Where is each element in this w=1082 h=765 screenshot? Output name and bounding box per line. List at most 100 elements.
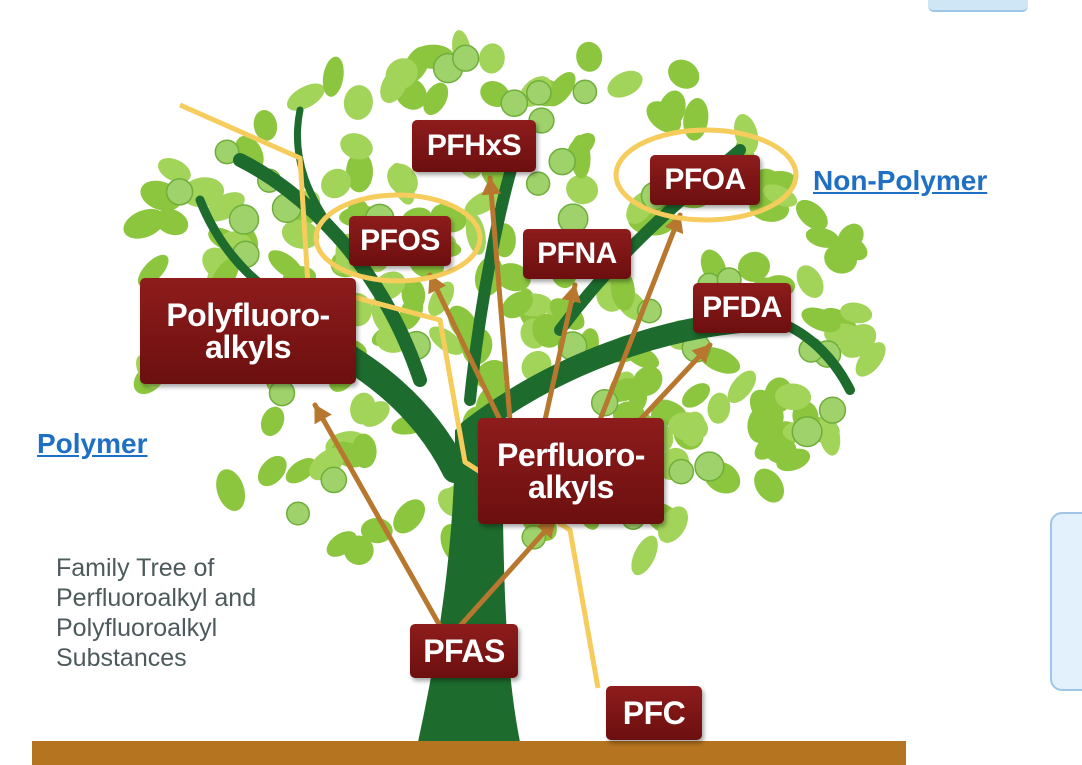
leaf [795,199,828,231]
leaf [805,227,840,248]
leaf [532,313,563,348]
leaf [610,268,635,311]
arrows [312,175,713,629]
cropped-panel-top [928,0,1028,12]
apple [214,139,240,165]
apple [525,171,551,196]
apple [791,416,823,448]
apple [572,79,598,105]
leaf [682,383,710,408]
arrow-line [427,272,503,423]
arrowhead [481,176,502,196]
node-perfluoroalkyls: Perfluoro- alkyls [478,418,664,524]
apple [548,147,576,176]
leaf [350,392,376,425]
leaf [775,383,812,411]
leaf [840,302,873,324]
leaf [322,56,344,97]
leaf [423,82,449,116]
apple [165,178,194,206]
leaf [570,134,591,179]
leaf [181,177,225,208]
leaf [607,70,643,98]
apple [521,524,547,550]
arrowhead [314,404,332,425]
leaf [495,263,531,292]
leaf [668,59,700,89]
leaf [257,455,287,487]
leaf [646,101,682,133]
apple [818,396,847,424]
leaf [429,326,464,355]
arrow-line [312,402,443,629]
leaf [216,469,246,511]
polymer-link[interactable]: Polymer [37,428,148,459]
node-pfas: PFAS [410,624,518,678]
apple [452,44,480,72]
node-pfc: PFC [606,686,702,740]
apple [668,458,695,485]
leaf [837,223,864,253]
node-pfoa: PFOA [650,155,760,205]
leaf [123,208,166,239]
highlight-path [178,102,601,689]
arrow-line [457,517,558,629]
leaf [776,448,811,472]
leaf [326,531,357,557]
leaf [340,133,373,160]
leaf [380,68,408,104]
arrowhead [561,284,582,304]
apple [694,451,725,482]
leaf [351,433,377,469]
arrow-line [637,342,713,423]
leaf [478,43,505,74]
leaf [818,413,841,456]
leaf [801,307,841,333]
caption-line-2: Perfluoroalkyl and [56,584,257,612]
node-pfda: PFDA [693,283,791,333]
arrow-line [487,175,513,423]
leaf [681,411,706,447]
leaf [576,41,603,72]
apple [526,79,552,106]
leaf [657,506,689,543]
leaf [707,392,731,424]
leaf [321,168,351,199]
leaf [157,157,191,183]
leaf [393,499,425,534]
leaf [285,458,317,484]
leaf [738,251,770,282]
leaf [727,370,757,404]
leaf [839,323,877,358]
leaf [631,535,658,576]
node-pfna: PFNA [523,229,631,279]
leaf [345,151,374,193]
leaf [343,85,373,120]
apple [500,89,529,118]
pfos-highlight-ring [313,192,483,284]
branch-top-left [293,106,344,244]
leaf [566,174,599,205]
leaf [796,265,824,298]
leaf [627,376,648,411]
node-pfos: PFOS [349,216,451,266]
apple [268,379,296,407]
node-polyfluoroalkyls: Polyfluoro- alkyls [140,278,356,384]
highlight-overlays [178,102,799,689]
leaf [286,83,325,111]
caption-line-1: Family Tree of [56,554,215,582]
leaf [754,468,785,503]
apple [320,466,348,494]
caption-line-3: Polyfluoroalkyl [56,614,218,642]
non-polymer-link[interactable]: Non-Polymer [813,165,988,196]
leaf [281,219,320,249]
leaf [387,163,418,196]
caption-line-4: Substances [56,644,187,672]
node-pfhxs: PFHxS [412,120,536,172]
arrowhead [691,344,711,364]
pfoa-highlight-ring [613,127,799,223]
leaf [855,342,886,377]
leaf [401,278,426,311]
apple [228,204,260,235]
